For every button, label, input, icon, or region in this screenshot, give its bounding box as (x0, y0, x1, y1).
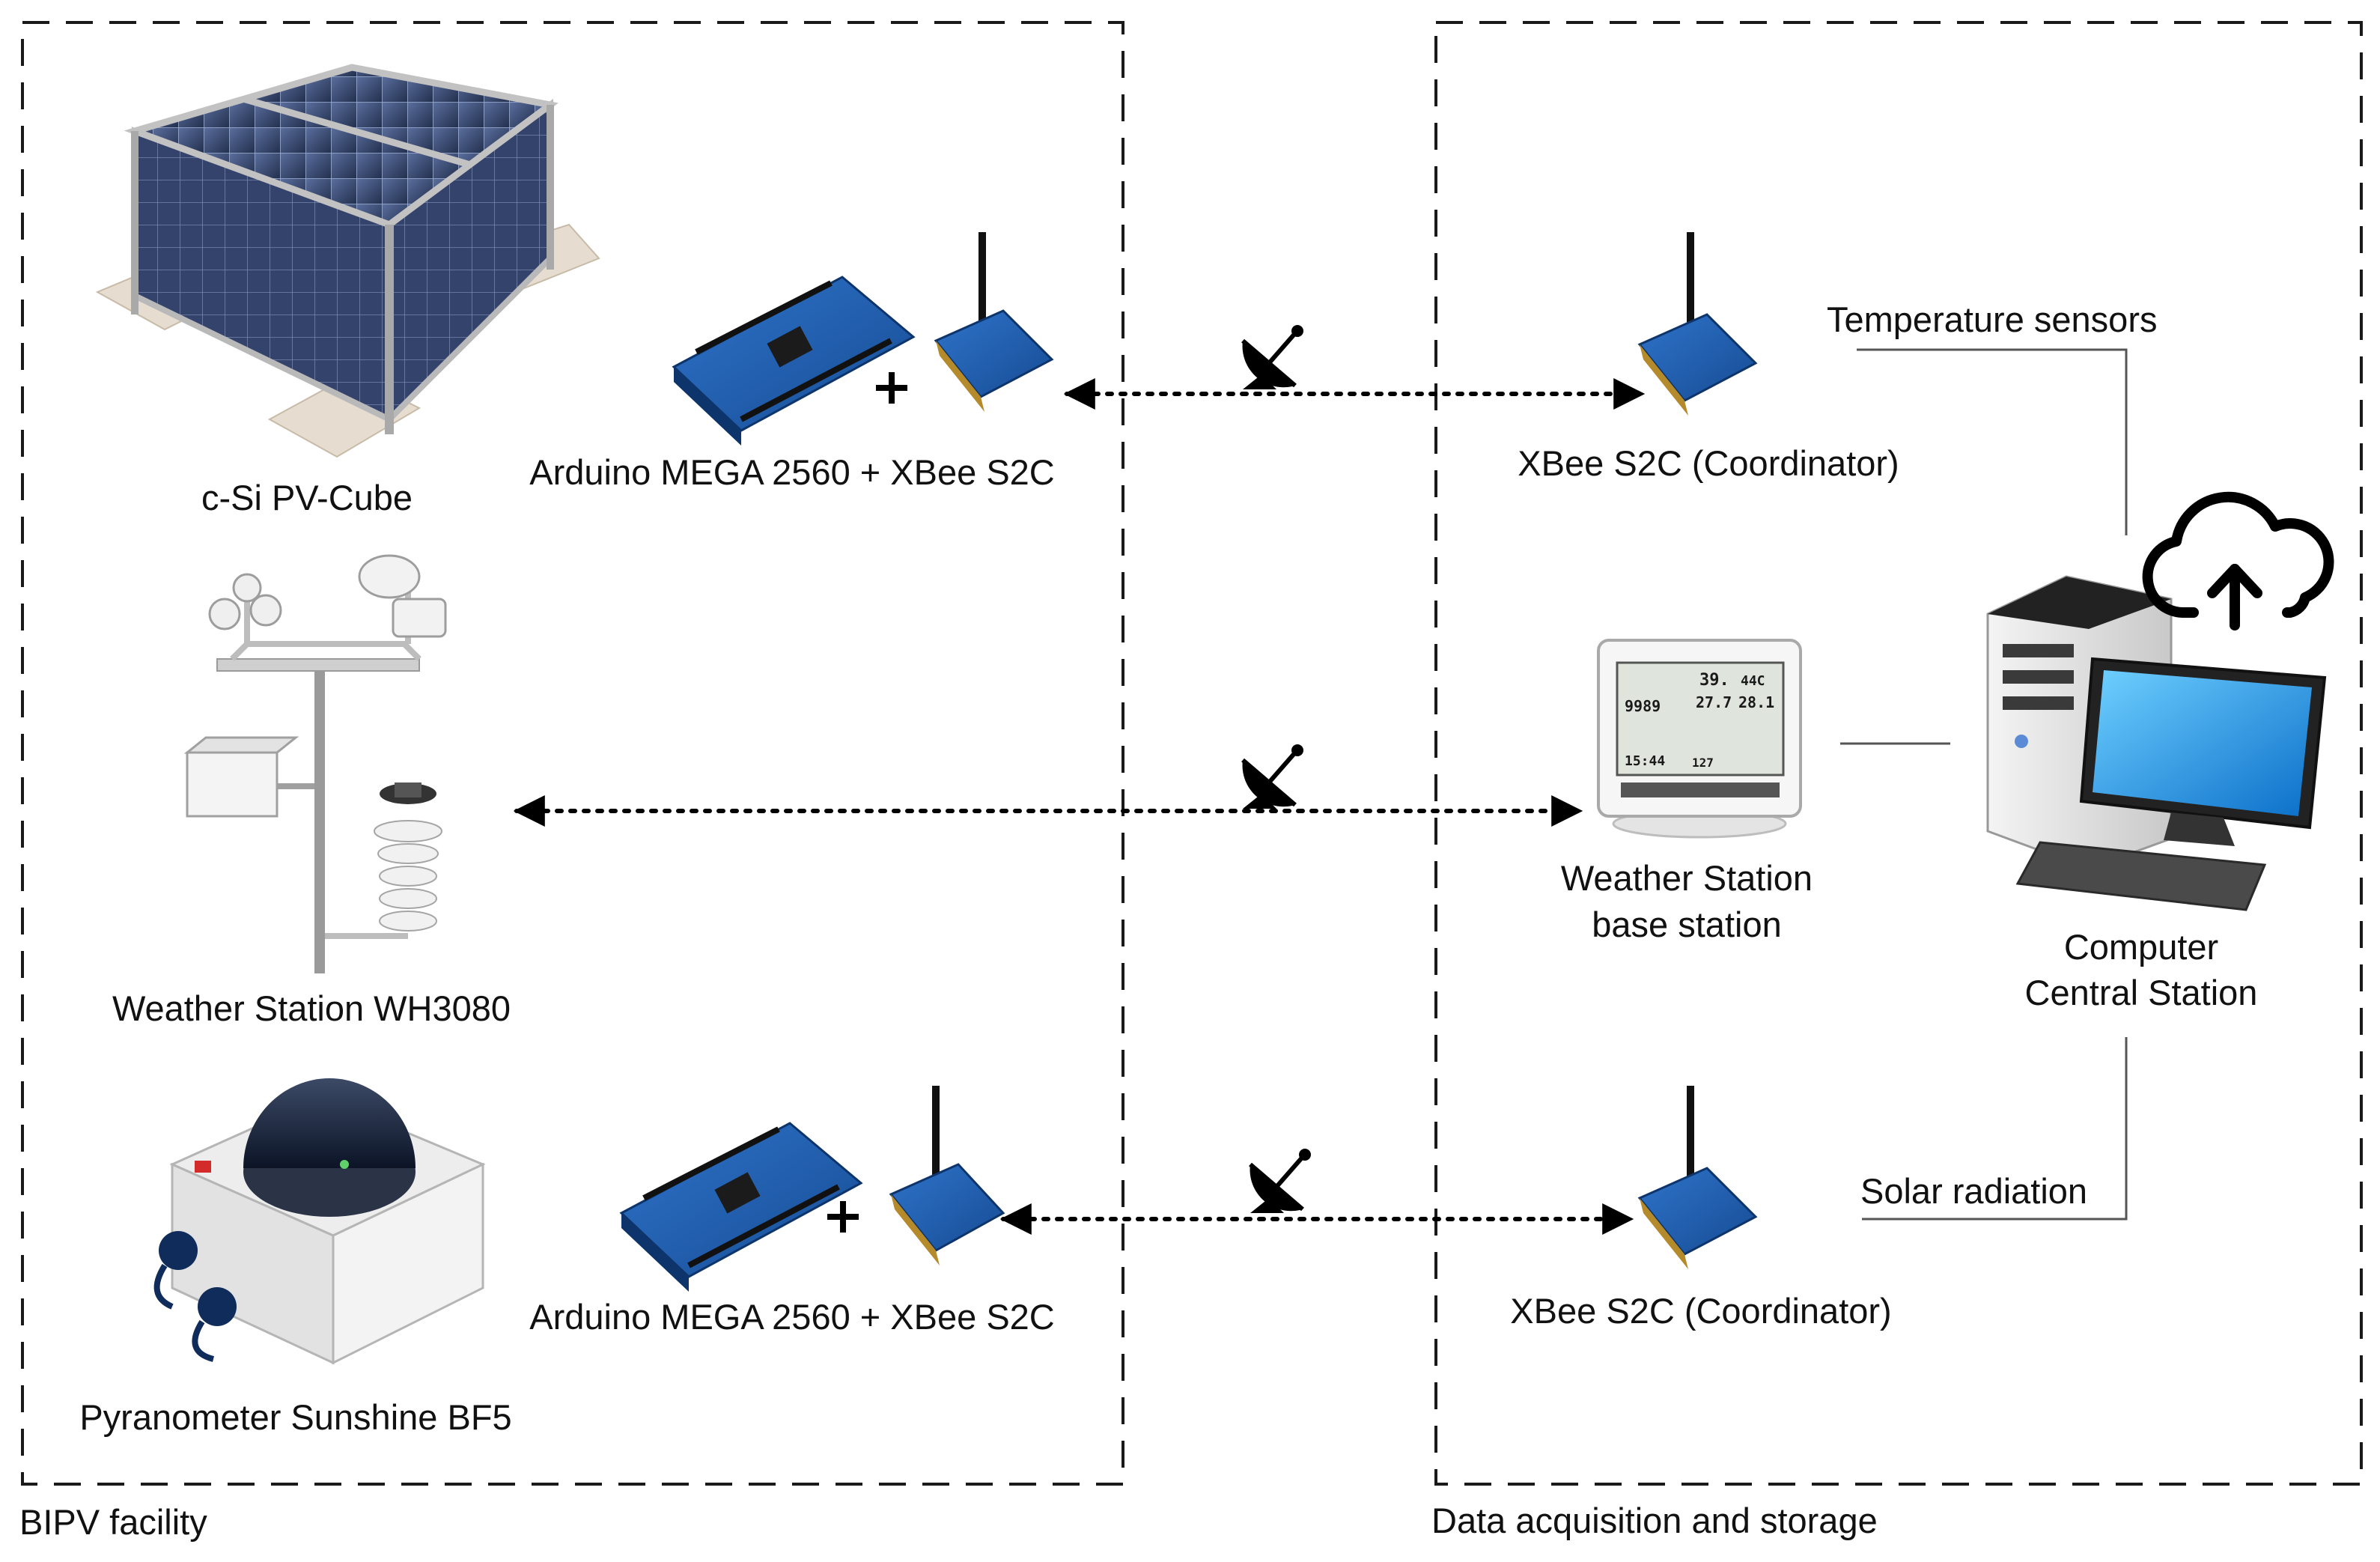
plus-sign-bottom (827, 1201, 859, 1233)
arduino-xbee-label-top: Arduino MEGA 2560 + XBee S2C (529, 452, 1055, 492)
temperature-sensors-connector (1857, 348, 2128, 535)
base-station-label-line2: base station (1592, 905, 1782, 944)
solar-radiation-connector (1862, 1037, 2128, 1221)
pv-cube-image (95, 64, 600, 458)
satellite-dish-icon-bottom (1249, 1149, 1311, 1213)
base-screen-readout-4: 28.1 (1738, 693, 1774, 711)
xbee-coordinator-label-top: XBee S2C (Coordinator) (1518, 443, 1899, 483)
pyranometer-label: Pyranometer Sunshine BF5 (79, 1397, 512, 1437)
base-screen-readout-2: 44C (1741, 673, 1765, 689)
bipv-facility-label: BIPV facility (19, 1502, 207, 1542)
base-station-image (1597, 639, 1802, 839)
base-screen-readout-1: 39. (1699, 671, 1729, 690)
computer-label-line2: Central Station (2024, 973, 2258, 1012)
data-acquisition-box (1434, 21, 2363, 1486)
pv-cube-label: c-Si PV-Cube (201, 478, 413, 517)
xbee-module-arduino-top (934, 232, 1054, 412)
satellite-dish-icon-middle (1241, 744, 1303, 809)
xbee-coordinator-top (1637, 232, 1758, 416)
base-screen-readout-7: 127 (1692, 756, 1714, 770)
satellite-dish-icon-top (1241, 325, 1303, 389)
arduino-board-top (672, 276, 916, 446)
base-station-label-line1: Weather Station (1560, 858, 1813, 898)
arduino-xbee-label-bottom: Arduino MEGA 2560 + XBee S2C (529, 1297, 1055, 1337)
xbee-coordinator-bottom (1637, 1086, 1758, 1269)
base-screen-readout-6: 15:44 (1625, 753, 1665, 769)
weather-station-label: Weather Station WH3080 (112, 988, 511, 1028)
xbee-module-arduino-bottom (889, 1086, 1005, 1265)
pyranometer-image (153, 1078, 486, 1365)
arduino-board-bottom (619, 1122, 863, 1292)
xbee-coordinator-label-bottom: XBee S2C (Coordinator) (1510, 1291, 1892, 1331)
weather-station-image (183, 554, 447, 973)
cloud-upload-icon (2142, 491, 2334, 630)
bipv-facility-box (21, 21, 1124, 1486)
base-screen-readout-3: 27.7 (1696, 693, 1732, 711)
base-screen-readout-5: 9989 (1625, 697, 1661, 715)
temperature-sensors-label: Temperature sensors (1827, 300, 2158, 339)
plus-sign-top (876, 372, 907, 404)
solar-radiation-label: Solar radiation (1860, 1171, 2088, 1211)
computer-label-line1: Computer (2063, 927, 2219, 967)
computer-image (1986, 575, 2327, 911)
data-acquisition-label: Data acquisition and storage (1431, 1501, 1878, 1540)
